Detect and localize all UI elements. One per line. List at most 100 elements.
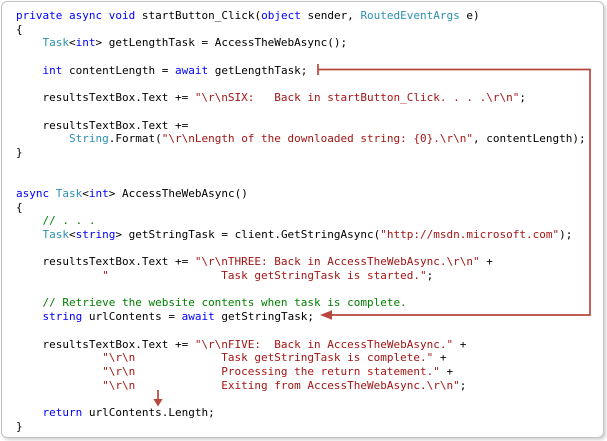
- code-line: "\r\n Task getStringTask is complete." +: [16, 351, 601, 365]
- code-token-type-name: String: [68, 132, 109, 146]
- code-token-plain: [16, 132, 69, 145]
- code-token-comment: // . . .: [42, 214, 96, 228]
- code-token-plain: urlContents =: [82, 310, 182, 324]
- code-line: Task<string> getStringTask = client.GetS…: [16, 228, 601, 242]
- code-token-string-literal: "\r\nLength of the downloaded string: {0…: [161, 132, 473, 146]
- code-line: async Task<int> AccessTheWebAsync(): [16, 187, 601, 201]
- code-token-plain: ;: [426, 269, 434, 283]
- code-line: int contentLength = await getLengthTask;: [16, 64, 601, 78]
- code-line: resultsTextBox.Text += "\r\nTHREE: Back …: [16, 255, 601, 269]
- code-line: [16, 242, 601, 256]
- code-token-type-name: Task: [42, 36, 70, 50]
- code-token-keyword: int: [75, 36, 96, 50]
- code-token-plain: [16, 379, 102, 392]
- code-token-plain: startButton_Click(: [135, 9, 262, 22]
- code-token-plain: resultsTextBox.Text +=: [16, 255, 195, 269]
- code-line: // Retrieve the website contents when ta…: [16, 296, 601, 310]
- code-token-keyword: void: [108, 9, 136, 22]
- code-line: [16, 105, 601, 119]
- code-token-plain: <: [69, 228, 76, 241]
- code-token-plain: {: [16, 22, 23, 36]
- code-token-keyword: async: [16, 186, 50, 200]
- code-token-type-name: Task: [55, 186, 83, 200]
- code-token-plain: ;: [519, 91, 526, 105]
- code-token-plain: +: [479, 255, 493, 269]
- code-token-string-literal: "\r\n Exiting from AccessTheWebAsync.\r\…: [102, 378, 460, 392]
- code-token-plain: .Format(: [108, 132, 162, 146]
- code-token-keyword: return: [42, 405, 83, 419]
- code-token-comment: // Retrieve the website contents when ta…: [42, 296, 407, 310]
- code-line: resultsTextBox.Text +=: [16, 119, 601, 133]
- code-token-plain: > getStringTask = client.GetStringAsync(: [115, 228, 381, 241]
- code-line: }: [16, 146, 601, 160]
- code-token-plain: [102, 9, 109, 22]
- code-line: string urlContents = await getStringTask…: [16, 310, 601, 324]
- code-token-plain: getStringTask;: [214, 310, 315, 324]
- code-token-type-name: Task: [42, 228, 70, 241]
- code-token-plain: [49, 187, 56, 200]
- code-line: {: [16, 201, 601, 215]
- code-token-plain: {: [16, 200, 23, 214]
- code-token-string-literal: "\r\n Processing the return statement.": [102, 364, 440, 378]
- code-line: [16, 50, 601, 64]
- code-token-plain: }: [16, 145, 23, 159]
- code-token-plain: sender,: [300, 9, 361, 22]
- code-line: {: [16, 23, 601, 37]
- code-token-plain: +: [453, 337, 467, 351]
- code-token-string-literal: "http://msdn.microsoft.com": [380, 228, 560, 241]
- code-token-plain: [62, 9, 69, 22]
- code-token-keyword: object: [261, 9, 301, 22]
- code-line: "\r\n Processing the return statement." …: [16, 365, 601, 379]
- code-token-plain: [16, 214, 43, 227]
- code-line: [16, 173, 601, 187]
- code-token-keyword: int: [42, 63, 63, 77]
- code-block: private async void startButton_Click(obj…: [16, 9, 601, 437]
- code-line: Task<int> getLengthTask = AccessTheWebAs…: [16, 36, 601, 50]
- code-line: [16, 324, 601, 338]
- code-line: resultsTextBox.Text += "\r\nFIVE: Back i…: [16, 338, 601, 352]
- code-line: "\r\n Exiting from AccessTheWebAsync.\r\…: [16, 379, 601, 393]
- code-token-plain: [16, 296, 43, 309]
- code-token-plain: resultsTextBox.Text +=: [16, 118, 189, 132]
- code-token-plain: contentLength =: [62, 63, 175, 77]
- code-line: [16, 392, 601, 406]
- code-token-plain: );: [559, 228, 573, 241]
- code-line: [16, 283, 601, 297]
- code-line: " Task getStringTask is started.";: [16, 269, 601, 283]
- code-line: String.Format("\r\nLength of the downloa…: [16, 132, 601, 146]
- code-token-string-literal: " Task getStringTask is started.": [102, 269, 427, 283]
- code-token-keyword: string: [75, 228, 116, 241]
- code-token-plain: > getLengthTask = AccessTheWebAsync();: [95, 36, 348, 50]
- code-token-string-literal: "\r\n Task getStringTask is complete.": [102, 351, 434, 365]
- code-token-plain: [16, 365, 102, 378]
- code-token-keyword: private: [16, 9, 63, 22]
- code-token-plain: getLengthTask;: [208, 63, 308, 77]
- code-token-plain: [16, 351, 102, 364]
- code-token-plain: resultsTextBox.Text +=: [16, 337, 195, 351]
- code-token-plain: [16, 269, 102, 282]
- code-line: }: [16, 420, 601, 434]
- code-token-plain: [16, 64, 43, 77]
- code-token-plain: [16, 228, 43, 241]
- code-token-type-name: RoutedEventArgs: [360, 9, 460, 22]
- code-token-keyword: await: [174, 63, 209, 77]
- code-token-plain: <: [69, 36, 76, 50]
- code-line: [16, 160, 601, 174]
- code-token-plain: ;: [459, 378, 467, 392]
- code-token-plain: [16, 406, 43, 419]
- code-token-plain: +: [433, 351, 447, 365]
- code-token-plain: [16, 36, 43, 49]
- code-token-plain: [16, 310, 43, 323]
- code-token-plain: +: [439, 364, 454, 378]
- code-token-keyword: await: [181, 310, 215, 324]
- code-line: return urlContents.Length;: [16, 406, 601, 420]
- code-token-keyword: int: [88, 186, 109, 200]
- code-line: resultsTextBox.Text += "\r\nSIX: Back in…: [16, 91, 601, 105]
- code-token-plain: > AccessTheWebAsync(): [108, 186, 248, 200]
- code-line: // . . .: [16, 214, 601, 228]
- code-token-plain: }: [16, 419, 23, 433]
- code-token-string-literal: "\r\nFIVE: Back in AccessTheWebAsync.": [194, 337, 454, 351]
- code-token-plain: e): [459, 9, 480, 22]
- code-token-plain: urlContents.Length;: [82, 405, 215, 419]
